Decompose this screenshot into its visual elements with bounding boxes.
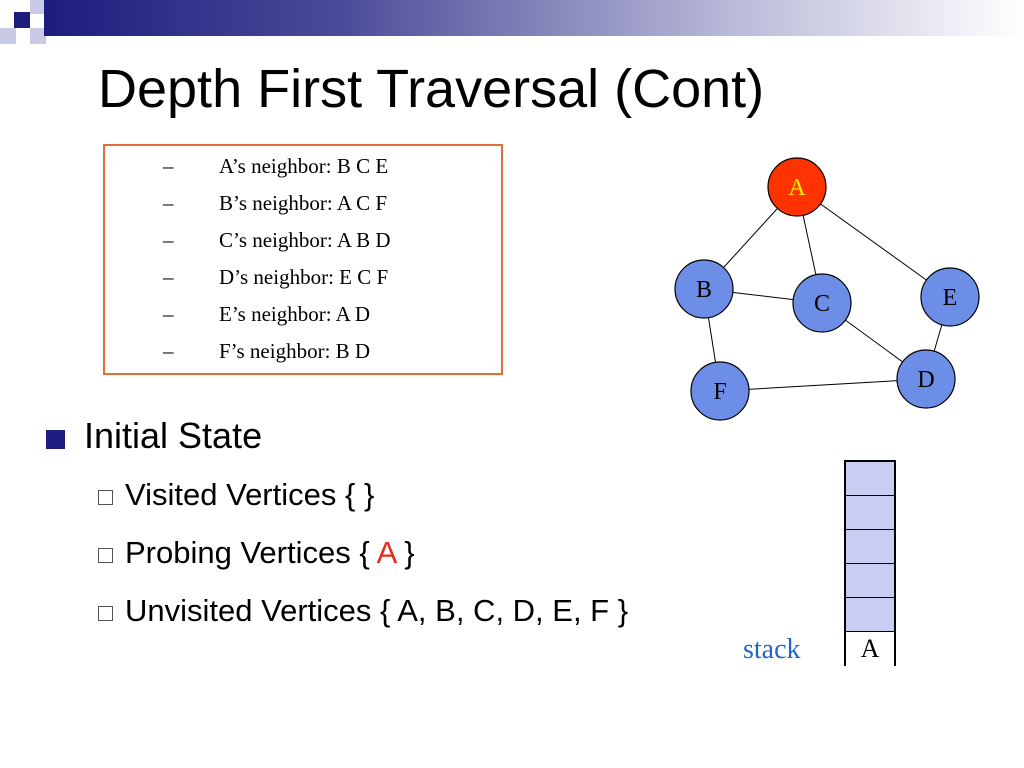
header-decoration	[0, 0, 1024, 48]
stack-label: stack	[743, 634, 801, 665]
neighbor-row: – D’s neighbor: E C F	[163, 265, 388, 290]
bullet-text: Probing Vertices { A }	[125, 535, 415, 571]
list-dash: –	[163, 339, 174, 363]
stack-slot-empty	[846, 496, 894, 530]
decor-square	[30, 28, 46, 44]
vertex-f: F	[690, 361, 750, 421]
bullet-text: Initial State	[84, 415, 263, 456]
edge-d-f	[719, 378, 927, 392]
probing-label: Probing Vertices {	[125, 535, 377, 570]
neighbor-text: B’s neighbor: A C F	[219, 191, 388, 215]
neighbor-row: – C’s neighbor: A B D	[163, 228, 391, 253]
stack-slot-empty	[846, 530, 894, 564]
stack: A	[844, 460, 896, 666]
graph-diagram: A B C D E F	[674, 157, 980, 421]
list-dash: –	[163, 191, 174, 215]
bullet-text: Unvisited Vertices { A, B, C, D, E, F }	[125, 593, 629, 628]
vertex-d: D	[896, 349, 956, 409]
list-dash: –	[163, 265, 174, 289]
hollow-square-bullet-icon	[98, 490, 113, 505]
neighbor-text: F’s neighbor: B D	[219, 339, 371, 363]
neighbor-text: E’s neighbor: A D	[219, 302, 371, 326]
stack-slot-item: A	[846, 632, 894, 666]
vertex-label: A	[788, 175, 806, 201]
decor-square	[0, 28, 16, 44]
bullet-text: Visited Vertices { }	[125, 477, 374, 513]
stack-slot-empty	[846, 564, 894, 598]
neighbor-text: A’s neighbor: B C E	[219, 154, 389, 178]
vertex-a: A	[767, 157, 827, 217]
edge-a-e	[796, 186, 951, 298]
list-dash: –	[163, 228, 174, 252]
neighbor-row: – E’s neighbor: A D	[163, 302, 370, 327]
vertex-e: E	[920, 267, 980, 327]
neighbor-list-box: – A’s neighbor: B C E – B’s neighbor: A C …	[103, 144, 503, 375]
stack-slot-empty	[846, 598, 894, 632]
neighbor-row: – F’s neighbor: B D	[163, 339, 370, 364]
vertex-b: B	[674, 259, 734, 319]
stack-slot-empty	[846, 462, 894, 496]
slide-title: Depth First Traversal (Cont)	[98, 59, 765, 119]
neighbor-row: – B’s neighbor: A C F	[163, 191, 387, 216]
decor-square	[30, 0, 46, 14]
title-bar	[44, 0, 1024, 36]
visited-label: Visited Vertices	[125, 477, 337, 512]
vertex-label: D	[917, 367, 934, 393]
visited-value: { }	[336, 477, 375, 512]
neighbor-text: D’s neighbor: E C F	[219, 265, 389, 289]
list-dash: –	[163, 302, 174, 326]
vertex-label: B	[696, 277, 712, 303]
neighbor-text: C’s neighbor: A B D	[219, 228, 391, 252]
list-dash: –	[163, 154, 174, 178]
probing-close: }	[395, 535, 415, 570]
vertex-label: C	[814, 291, 830, 317]
vertex-c: C	[792, 273, 852, 333]
decor-square	[14, 12, 30, 28]
hollow-square-bullet-icon	[98, 548, 113, 563]
square-bullet-icon	[46, 430, 65, 449]
vertex-label: F	[713, 379, 726, 405]
neighbor-row: – A’s neighbor: B C E	[163, 154, 388, 179]
hollow-square-bullet-icon	[98, 606, 113, 621]
probing-value: A	[376, 535, 396, 570]
vertex-label: E	[943, 285, 958, 311]
